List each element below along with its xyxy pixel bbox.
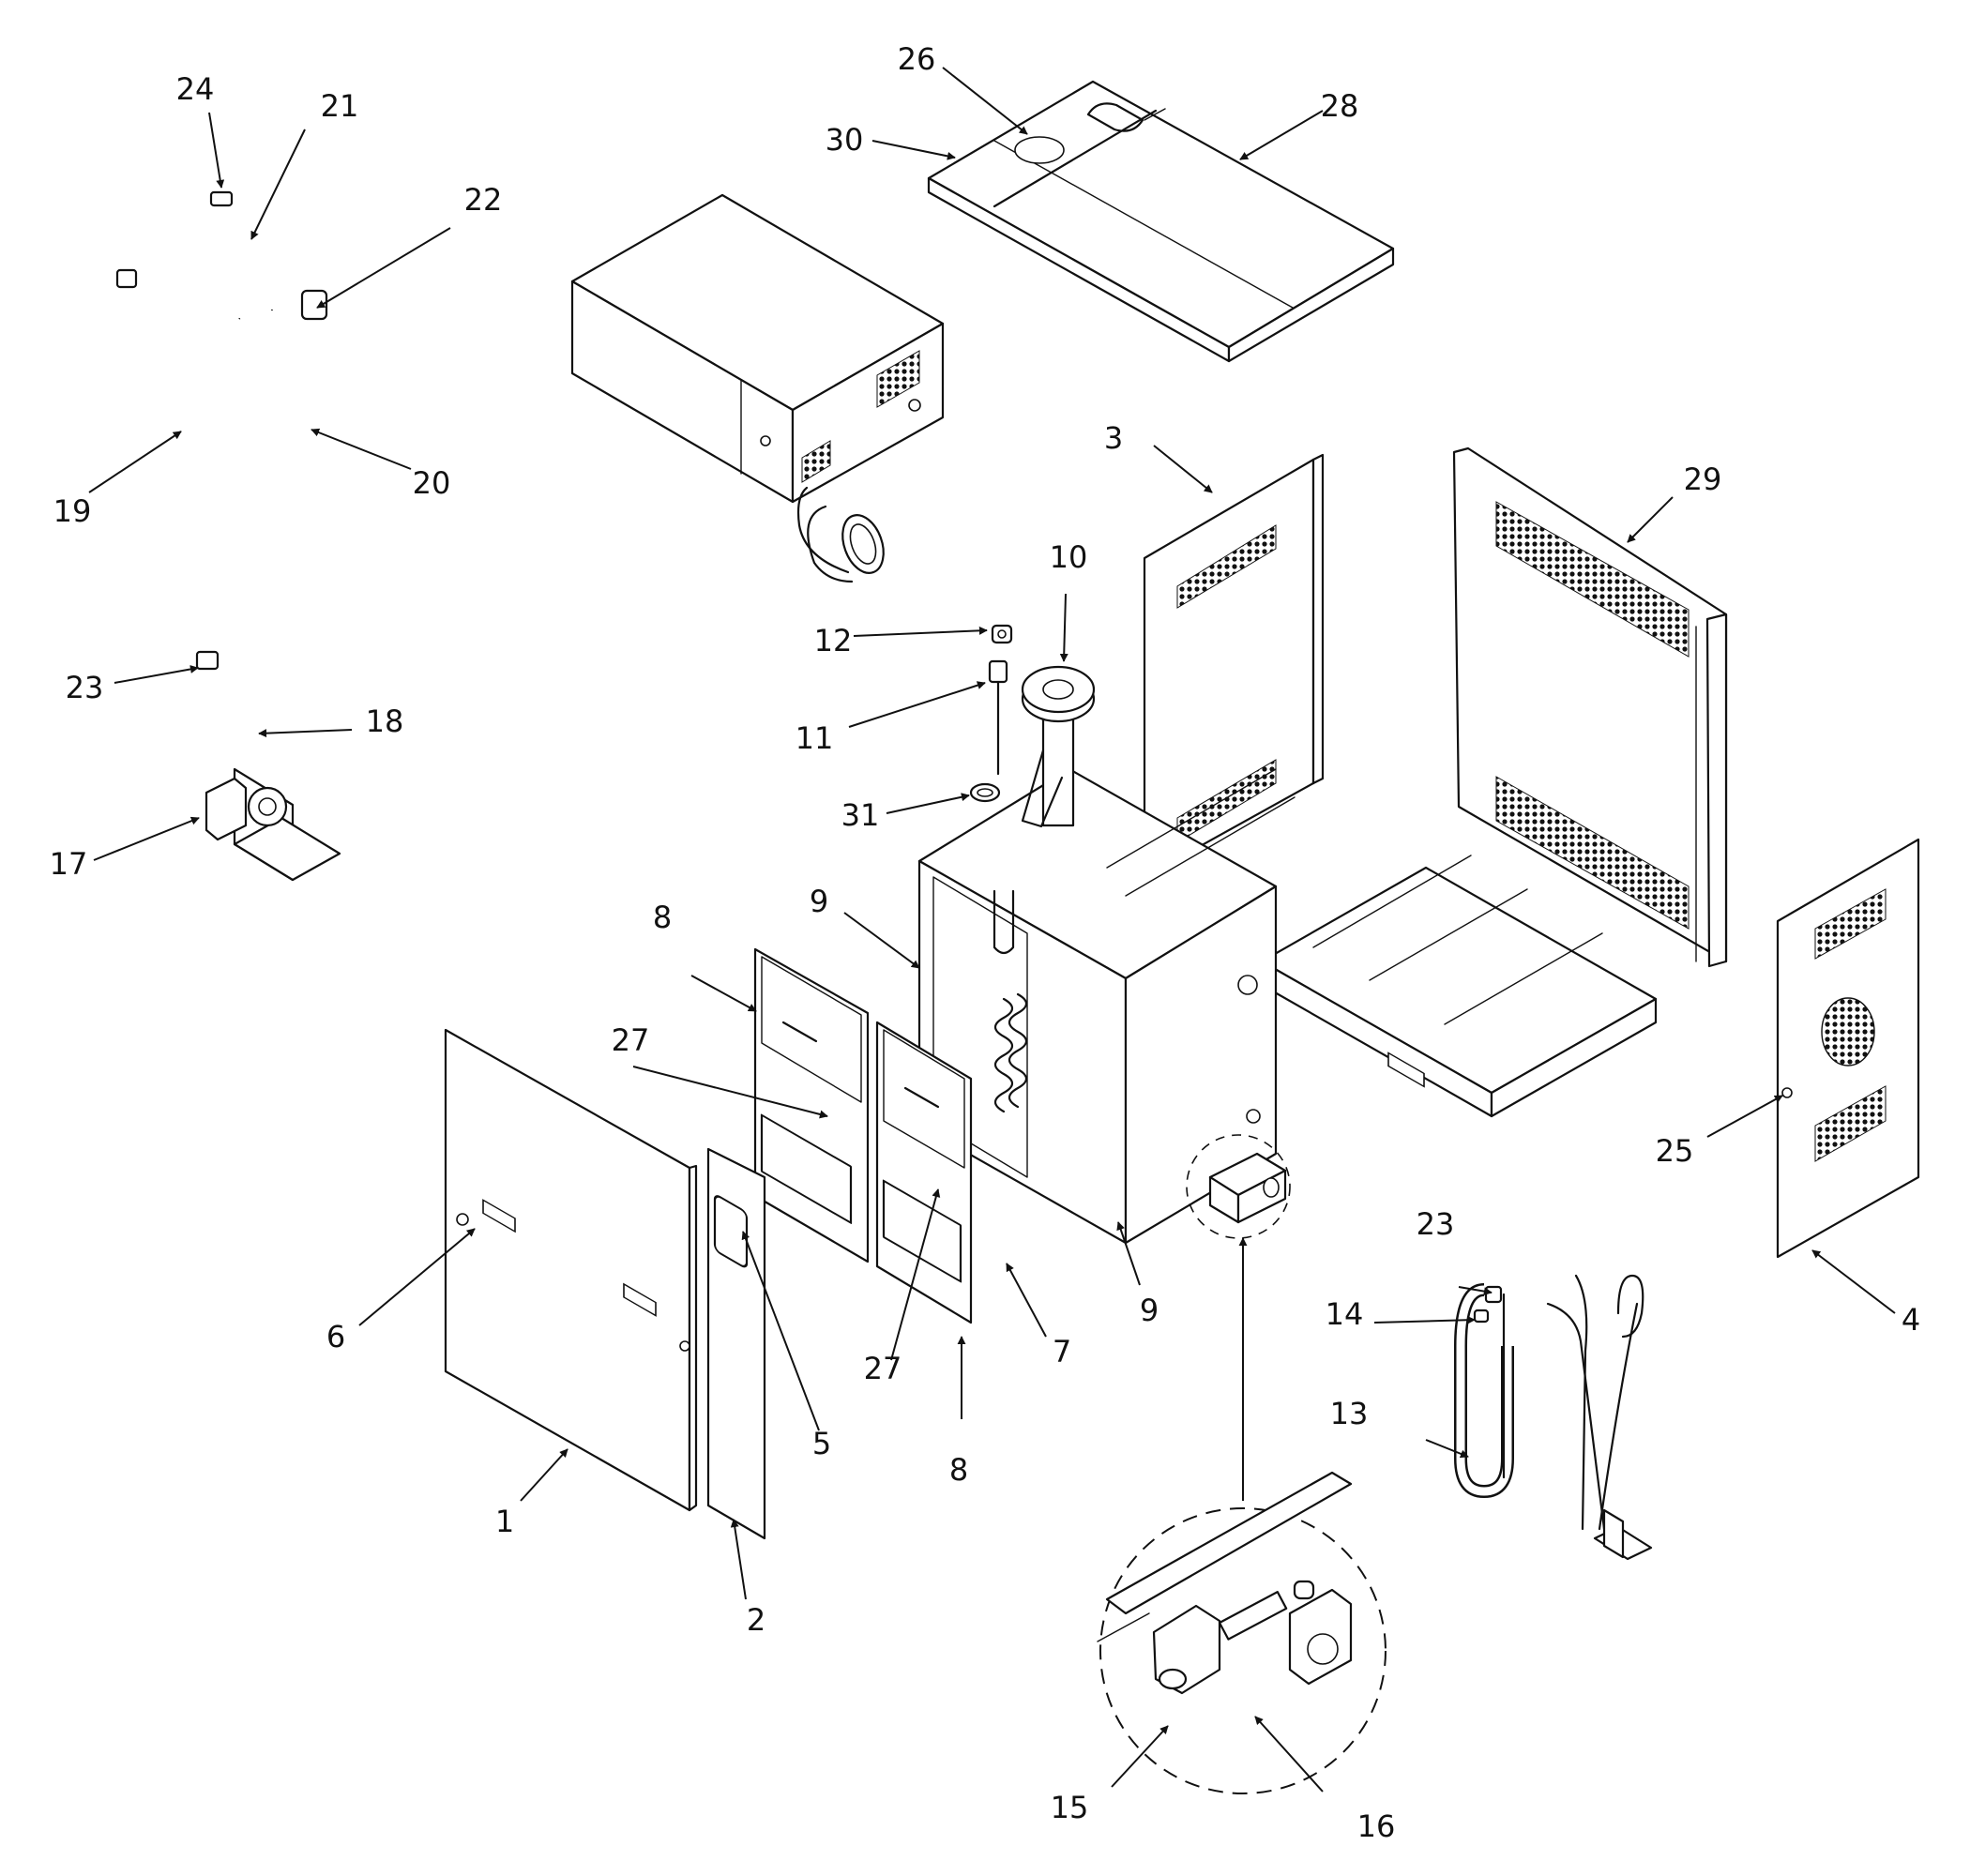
callout-11: 11 [796,720,834,756]
callout-8-upper: 8 [653,900,672,935]
side-panel-left [1143,453,1325,879]
callout-24: 24 [176,71,215,107]
hose-assembly-small [1546,1274,1653,1561]
heater-plate-front [875,1021,973,1324]
callout-26: 26 [898,41,936,77]
top-cover-panel [927,80,1395,363]
leader-lines [88,67,1896,1793]
callout-25: 25 [1656,1133,1694,1169]
callout-21: 21 [321,88,359,124]
callout-1: 1 [495,1504,514,1539]
callout-27-upper: 27 [612,1022,650,1058]
callout-16: 16 [1357,1808,1396,1844]
callout-5: 5 [812,1426,831,1461]
callout-9-lower: 9 [1140,1293,1159,1328]
callout-8-lower: 8 [949,1452,968,1488]
callout-17: 17 [50,846,88,882]
callout-14: 14 [1326,1296,1364,1332]
callout-31: 31 [841,797,880,833]
callout-2: 2 [747,1602,765,1638]
callout-20: 20 [413,465,451,501]
valve-block [1208,1152,1287,1224]
callout-19: 19 [53,493,92,529]
callout-4: 4 [1902,1302,1920,1338]
base-frame [1260,855,1658,1118]
sensor-probe [988,659,1008,776]
callout-28: 28 [1321,88,1359,124]
callout-15: 15 [1051,1790,1089,1825]
door-strip [706,1147,766,1540]
control-box [570,193,945,583]
detail-marker-circle [1186,1134,1291,1239]
callout-labels: 1 2 3 4 5 6 7 8 8 9 9 10 11 12 13 14 15 … [50,41,1921,1844]
callout-3: 3 [1104,420,1123,456]
callout-7: 7 [1053,1334,1071,1369]
callout-18: 18 [366,704,404,739]
heater-element-assembly [993,992,1028,1113]
flue-pipe [1021,665,1096,828]
callout-29: 29 [1684,461,1722,497]
gasket-ring [969,782,1001,803]
callout-30: 30 [826,122,864,158]
callout-12: 12 [814,623,853,658]
small-hose-loop [1454,1283,1514,1499]
back-panel [1452,446,1728,968]
callout-22: 22 [464,182,503,218]
callout-9-upper: 9 [810,884,828,919]
callout-23-upper: 23 [66,670,104,705]
hose-assembly [80,190,341,882]
heater-plate-rear [753,947,870,1263]
callout-23-lower: 23 [1417,1206,1455,1242]
callout-13: 13 [1330,1396,1369,1431]
front-door [444,1028,698,1512]
callout-27-lower: 27 [864,1351,902,1386]
callout-10: 10 [1050,539,1088,575]
callout-6: 6 [326,1319,345,1354]
side-panel-right [1776,838,1920,1259]
sensor-cap [991,624,1013,644]
detail-view-valve [1097,1471,1387,1794]
